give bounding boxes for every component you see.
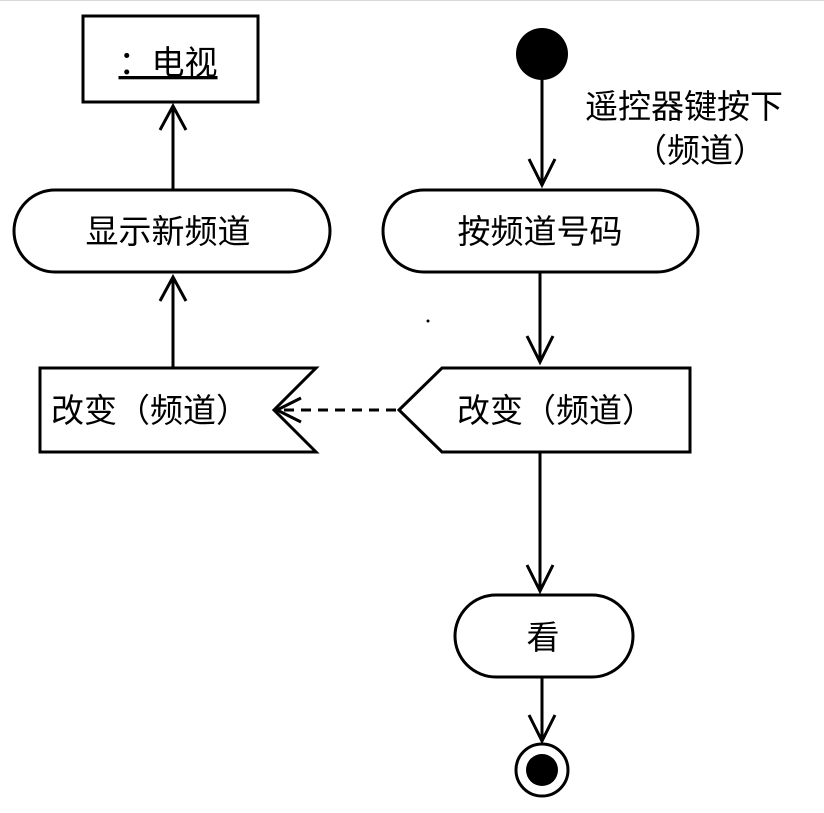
object-node-tv: ：电视 — [81, 14, 260, 104]
action-watch-label: 看 — [527, 618, 560, 657]
send-signal-label: 改变（频道） — [457, 391, 655, 430]
arrowhead-send — [525, 335, 555, 366]
receive-signal-change-channel: 改变（频道） — [38, 366, 320, 454]
trigger-event-label-line2: （频道） — [634, 131, 766, 170]
action-press-label: 按频道号码 — [458, 212, 623, 251]
final-node-dot — [526, 754, 558, 786]
action-show-label: 显示新频道 — [86, 212, 251, 251]
action-watch: 看 — [453, 593, 635, 679]
arrowhead-final — [527, 714, 557, 745]
arrowhead-tv — [158, 102, 188, 131]
arrowhead-watch — [525, 564, 555, 595]
trigger-event-label-line1: 遥控器键按下 — [585, 87, 783, 126]
receive-signal-shape — [38, 366, 320, 454]
send-signal-change-channel: 改变（频道） — [396, 366, 692, 454]
scan-speck — [426, 319, 430, 323]
arrowhead-press — [527, 158, 557, 189]
arrowhead-signal — [273, 396, 302, 424]
action-show-new-channel: 显示新频道 — [12, 188, 332, 274]
object-node-box — [81, 14, 260, 104]
action-watch-box — [453, 593, 635, 679]
initial-node — [516, 28, 568, 80]
object-node-label: ：电视 — [119, 43, 218, 82]
final-node — [514, 742, 570, 798]
top-border — [0, 0, 824, 1]
action-press-channel-number: 按频道号码 — [381, 188, 700, 274]
receive-signal-label: 改变（频道） — [51, 391, 249, 430]
arrowhead-show — [158, 273, 188, 302]
send-signal-shape — [396, 366, 692, 454]
